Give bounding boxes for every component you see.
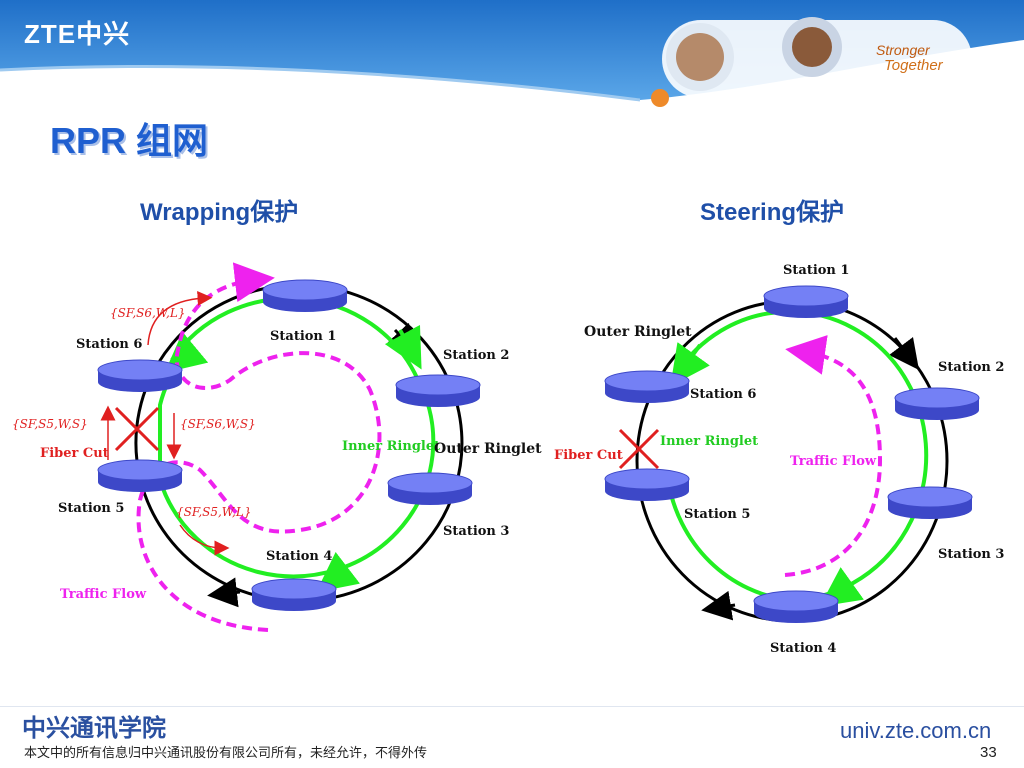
wrapping-diagram (97, 262, 481, 632)
right-label-fiber-cut: Fiber Cut (554, 448, 623, 463)
steering-subtitle: Steering保护 (700, 199, 845, 226)
left-station-3 (387, 472, 473, 506)
right-outer-arrow-1 (889, 337, 919, 370)
footer-divider (0, 706, 1024, 707)
header-banner (0, 0, 1024, 107)
footer-url: univ.zte.com.cn (840, 718, 992, 743)
right-station-6 (604, 370, 690, 404)
page-number: 33 (980, 744, 997, 761)
steering-diagram (604, 285, 980, 624)
left-signal-arrow-bottom (179, 524, 230, 556)
copyright-note: 本文中的所有信息归中兴通讯股份有限公司所有，未经允许，不得外传 (24, 746, 428, 761)
right-station-5 (604, 468, 690, 502)
left-inner-arrow-3 (164, 331, 209, 373)
left-fiber-cut-x (114, 406, 160, 452)
left-station-2 (395, 374, 481, 408)
right-station-4 (753, 590, 839, 624)
right-label-inner-ringlet: Inner Ringlet (660, 434, 758, 449)
left-outer-arrow-2 (207, 577, 241, 608)
left-signal-top: {SF,S6,W,L} (110, 306, 185, 320)
zte-logo: ZTE中兴 (24, 19, 131, 49)
left-label-station-3: Station 3 (443, 524, 509, 539)
orange-dot (651, 89, 669, 107)
right-label-traffic-flow: Traffic Flow (790, 454, 877, 469)
left-station-1 (262, 279, 348, 313)
left-signal-arrow-top (147, 290, 213, 346)
right-label-station-5: Station 5 (684, 507, 750, 522)
left-label-station-5: Station 5 (58, 501, 124, 516)
left-inner-arrow-1 (384, 324, 422, 370)
right-label-outer-ringlet: Outer Ringlet (584, 324, 692, 340)
wrapping-subtitle: Wrapping保护 (140, 199, 299, 226)
right-label-station-6: Station 6 (690, 387, 756, 402)
slogan-line1: Stronger (876, 42, 930, 58)
left-label-station-6: Station 6 (76, 337, 142, 352)
slogan: Stronger Together (876, 42, 943, 74)
left-label-outer-ringlet: Outer Ringlet (434, 441, 542, 457)
right-outer-arrow-2 (701, 590, 736, 621)
academy-name: 中兴通讯学院 (22, 713, 166, 742)
right-traffic-flow-path (784, 335, 883, 577)
left-label-station-1: Station 1 (270, 329, 336, 344)
left-label-station-4: Station 4 (266, 549, 332, 564)
right-station-3 (887, 486, 973, 520)
left-traffic-flow-path (136, 262, 382, 632)
left-label-station-2: Station 2 (443, 348, 509, 363)
right-fiber-cut-x (618, 428, 660, 470)
right-label-station-3: Station 3 (938, 547, 1004, 562)
left-signal-bottom: {SF,S5,W,L} (176, 505, 251, 519)
right-station-2 (894, 387, 980, 421)
right-label-station-2: Station 2 (938, 360, 1004, 375)
left-inner-arrow-2 (316, 551, 361, 593)
left-station-4 (251, 578, 337, 612)
right-label-station-1: Station 1 (783, 263, 849, 278)
right-station-1 (763, 285, 849, 319)
slogan-line2: Together (884, 57, 943, 74)
right-inner-arrow-2 (819, 567, 864, 607)
left-signal-right: {SF,S6,W,S} (180, 417, 256, 431)
page-title: RPR 组网 (50, 120, 209, 161)
left-label-fiber-cut: Fiber Cut (40, 446, 109, 461)
left-label-traffic-flow: Traffic Flow (60, 587, 147, 602)
left-station-6 (97, 359, 183, 393)
right-label-station-4: Station 4 (770, 641, 836, 656)
right-inner-arrow-1 (670, 342, 710, 387)
left-station-5 (97, 459, 183, 493)
left-signal-left: {SF,S5,W,S} (12, 417, 88, 431)
left-label-inner-ringlet: Inner Ringlet (342, 439, 440, 454)
